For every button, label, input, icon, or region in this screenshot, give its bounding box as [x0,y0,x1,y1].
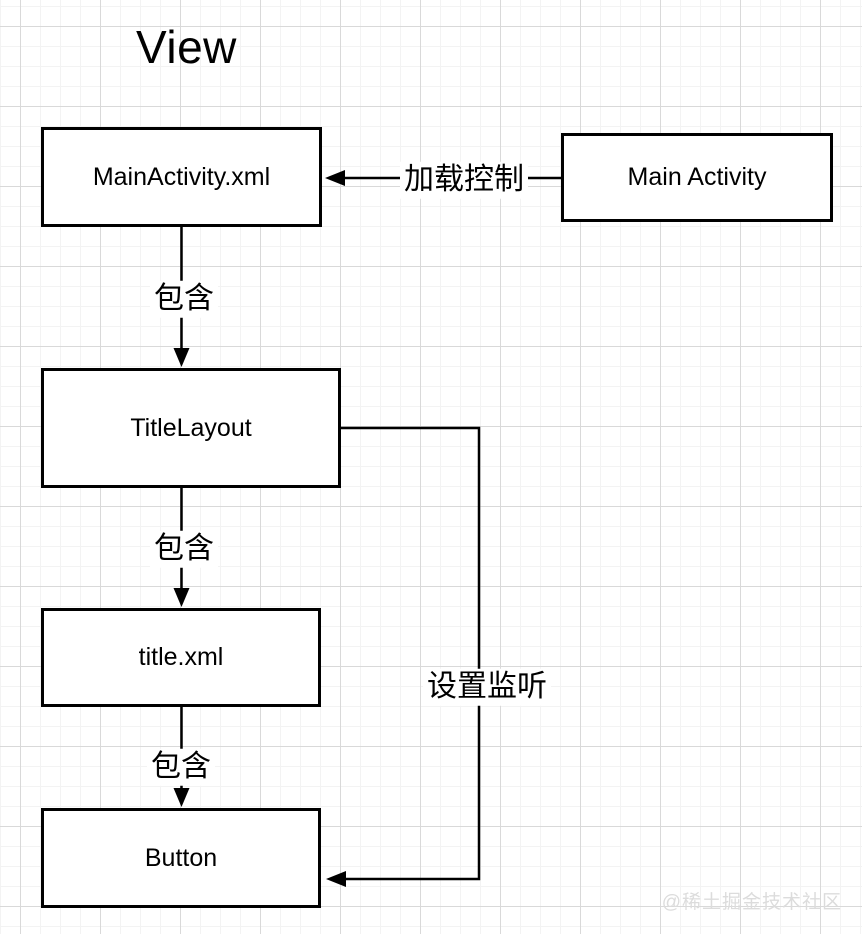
edge-label-set-listener: 设置监听 [423,668,551,706]
edge-contain-2-arrowhead-icon [173,588,190,607]
edge-label-contain-3: 包含 [147,748,215,786]
edge-label-contain-1: 包含 [150,280,218,318]
edge-load-control-arrowhead-icon [325,170,345,186]
node-label: title.xml [138,643,224,671]
node-titlelayout: TitleLayout [41,368,341,488]
edge-contain-3-arrowhead-icon [173,788,190,807]
edge-set-listener-arrowhead-icon [326,871,346,887]
node-main-activity: Main Activity [561,133,833,222]
node-button: Button [41,808,321,908]
watermark: @稀土掘金技术社区 [661,892,842,913]
node-label: MainActivity.xml [92,162,271,191]
node-label: Button [144,843,218,872]
edge-label-load-control: 加载控制 [400,161,528,199]
node-mainactivity-xml: MainActivity.xml [41,127,322,227]
node-label: TitleLayout [130,413,252,442]
edge-label-contain-2: 包含 [150,530,218,568]
edge-set-listener-line [341,426,481,881]
node-title-xml: title.xml [41,608,321,707]
page-title: View [136,21,237,73]
edge-contain-1-arrowhead-icon [173,348,190,367]
node-label: Main Activity [627,163,767,191]
